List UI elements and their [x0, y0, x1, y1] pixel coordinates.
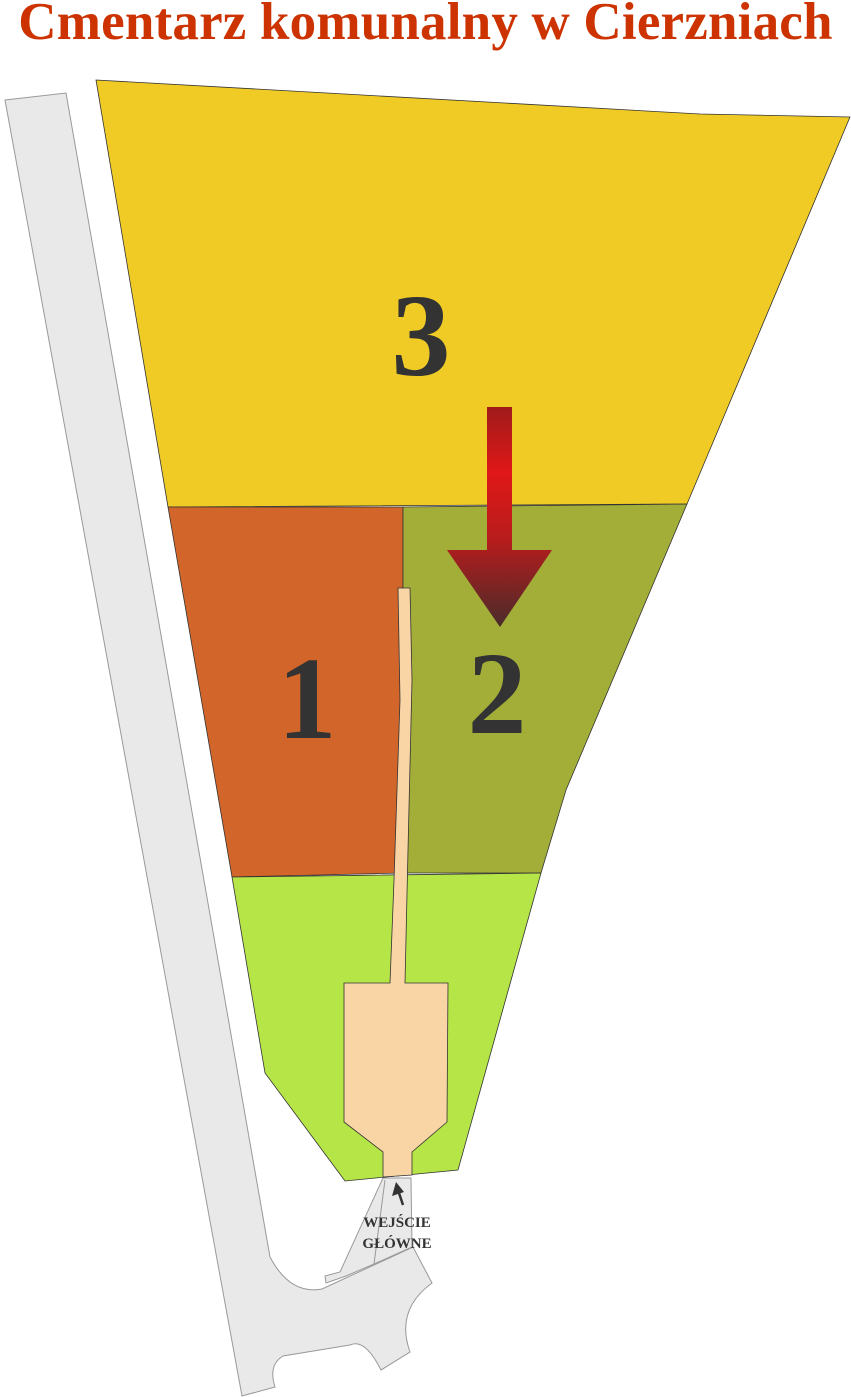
section-1-label: 1 — [278, 633, 337, 764]
entrance-path-line — [373, 1179, 386, 1265]
entrance-arrow-icon — [392, 1182, 405, 1206]
entrance-label-line1: WEJŚCIE — [363, 1214, 431, 1231]
map-title: Cmentarz komunalny w Cierzniach — [18, 0, 833, 51]
section-3-label: 3 — [392, 270, 451, 401]
expansion-arrow-icon — [447, 407, 552, 627]
section-2-label: 2 — [468, 628, 527, 759]
entrance-label-line2: GŁÓWNE — [362, 1235, 431, 1252]
main-alley — [343, 587, 449, 1178]
entrance-path — [324, 1177, 413, 1284]
road — [4, 92, 433, 1397]
section-3[interactable] — [95, 79, 851, 508]
